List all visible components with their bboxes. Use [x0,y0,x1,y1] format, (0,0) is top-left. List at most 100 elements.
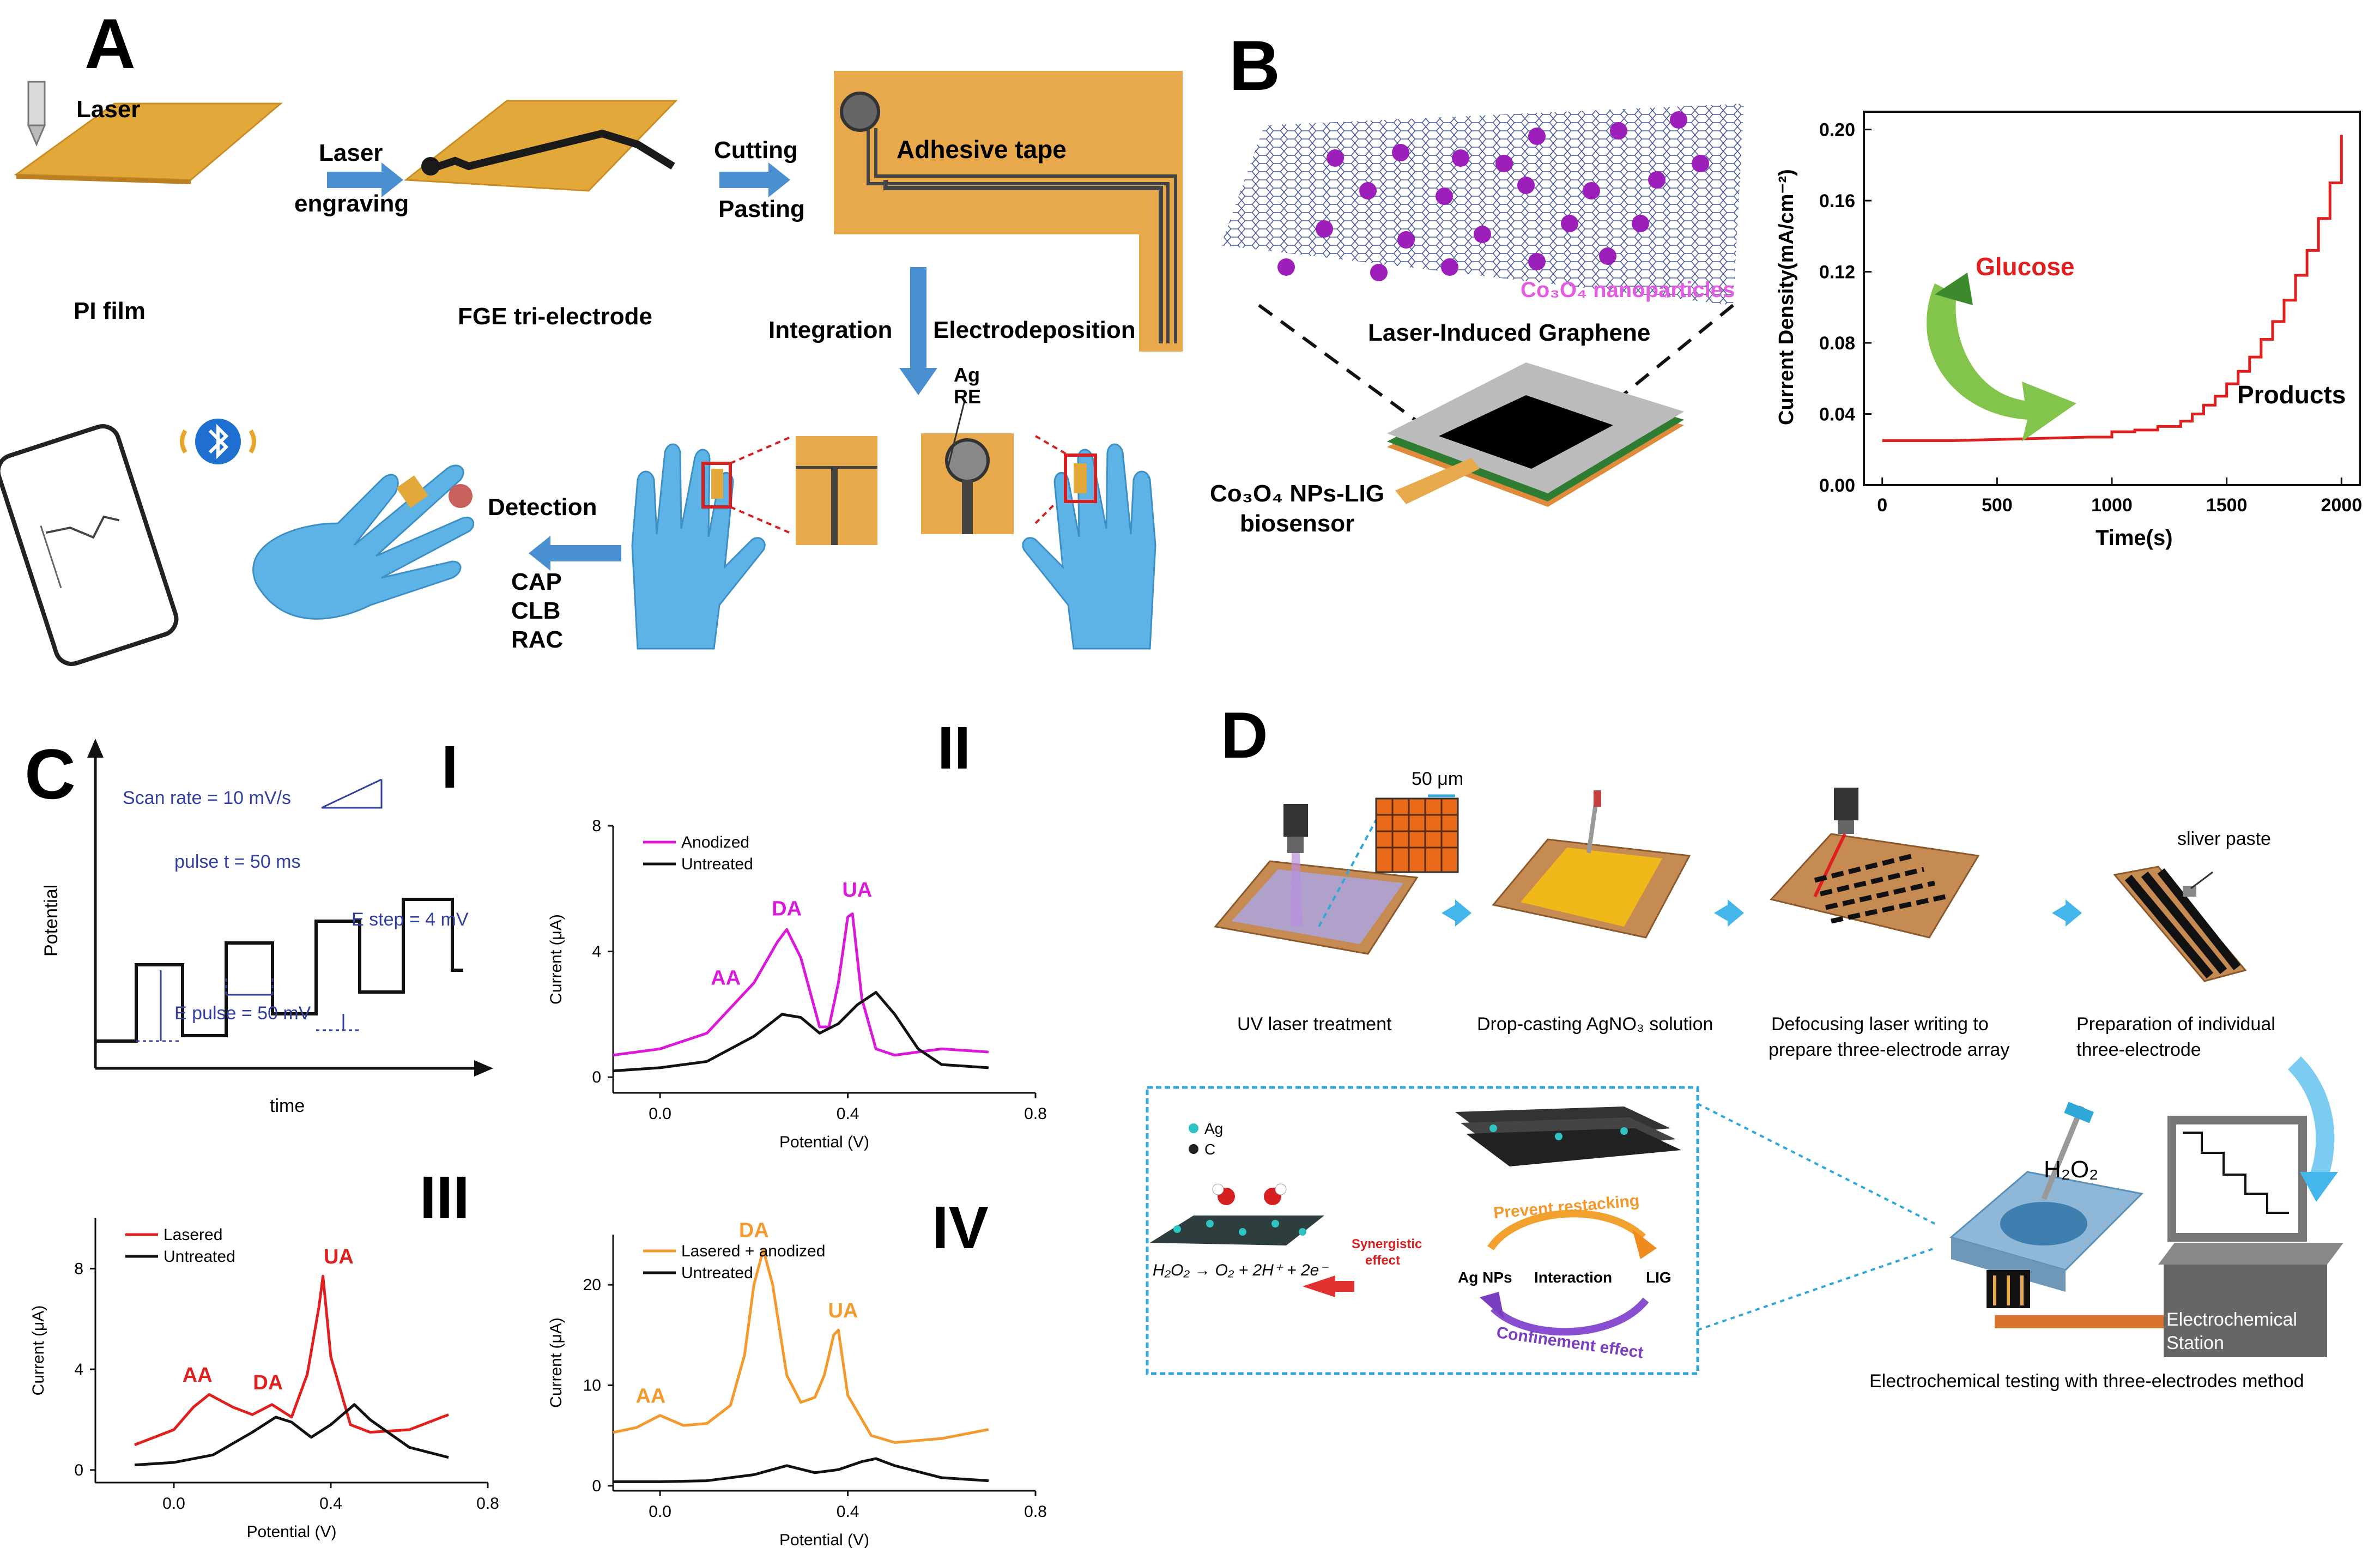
peak-label: DA [739,1219,769,1242]
step-caption-4a: Preparation of individual [2076,1014,2275,1035]
y-tick-label: 20 [583,1276,601,1294]
panel-b-letter: B [1229,26,1280,105]
analyte-clb: CLB [511,597,560,624]
x-tick-label: 0.0 [162,1495,185,1513]
peak-label: UA [324,1245,354,1268]
callout-line-1 [1697,1103,1935,1225]
y-tick-label: 0 [592,1068,601,1086]
gloved-hand-detection [252,464,475,620]
gloved-hand-left [631,443,766,650]
step-arrow-1 [1442,899,1471,927]
electrode-closeup-2 [921,400,1014,534]
chart-ylabel: Current (μA) [547,1317,565,1408]
bluetooth-icon [180,419,256,464]
electrode-closeup-1 [796,436,877,545]
peak-label: AA [711,967,741,990]
y-tick-label: 0.16 [1819,191,1855,211]
down-arrow-head [2300,1172,2338,1202]
roman-iii: III [420,1164,470,1231]
uv-laser-step [1214,794,1459,955]
x-tick-label: 1500 [2206,495,2248,516]
chart-ylabel: Current (μA) [29,1305,47,1396]
legend-label: Anodized [681,833,749,851]
lig-label: Laser-Induced Graphene [1368,319,1650,346]
step-caption-3b: prepare three-electrode array [1769,1039,2009,1060]
ag-nps-label: Ag NPs [1458,1269,1512,1286]
peak-label: UA [842,879,872,902]
x-tick-label: 1000 [2091,495,2133,516]
detection-label: Detection [488,494,597,521]
c-legend: C [1204,1141,1215,1158]
y-tick-label: 0.20 [1819,120,1855,141]
h2o2-label: H₂O₂ [2044,1156,2098,1183]
legend-label: Lasered [163,1226,222,1244]
peak-label: DA [253,1371,283,1394]
ag-label: Ag [954,364,980,386]
step-arrow-2 [1714,899,1744,927]
step-caption-4b: three-electrode [2076,1039,2201,1060]
analyte-rac: RAC [511,626,563,653]
peak-label: AA [183,1364,213,1387]
arrow-detection [529,536,621,571]
ag-lig-surface-icon [1150,1183,1324,1245]
integration-label: Integration [768,317,892,343]
series-line [613,1457,989,1483]
ag-atom-icon [1189,1123,1198,1133]
gloved-hand-right [1022,443,1156,650]
equation-label: H₂O₂ → O₂ + 2H⁺ + 2e⁻ [1153,1261,1329,1279]
curved-arrow-green [1927,283,2076,442]
x-tick-label: 0.0 [649,1105,671,1123]
y-tick-label: 8 [592,817,601,835]
adhesive-tape-label: Adhesive tape [897,135,1067,164]
laser-engraving-label-1: Laser [319,140,383,166]
confinement-arrow [1491,1297,1649,1336]
interaction-label: Interaction [1534,1269,1612,1286]
pi-film [14,102,283,184]
e-pulse-label: E pulse = 50 mV [174,1003,311,1024]
x-tick-label: 0.8 [1024,1105,1047,1123]
confinement-arrow-head [1480,1292,1504,1319]
curved-arrow-green-2 [1935,273,1973,305]
panel-d-letter: D [1221,699,1268,772]
panel-d: D 50 μm [1146,699,2343,1392]
y-tick-label: 0.04 [1819,404,1855,425]
panel-c: C Potential time Scan rate = 10 mV/s pul… [25,715,1047,1548]
fge-tri-electrode [403,100,678,192]
legend-label: Untreated [163,1248,235,1266]
down-arrow-curved [2287,1056,2335,1187]
zoom-dash-right [1585,304,1734,427]
prevent-arrow-head [1632,1229,1657,1259]
electrodeposition-label: Electrodeposition [933,317,1136,343]
y-tick-label: 0.08 [1819,333,1855,354]
synergistic-arrow [1303,1275,1354,1297]
lig-stack-icon [1455,1106,1681,1166]
legend-label: Untreated [681,855,753,873]
computer-station-icon [2158,1116,2343,1357]
laser-head-icon [27,81,46,147]
x-tick-label: 0.8 [1024,1503,1047,1521]
synergistic-label-2: effect [1365,1253,1400,1268]
callout-line-2 [1697,1247,1935,1331]
defocusing-laser-step [1770,788,1980,939]
re-label: RE [954,385,981,408]
pi-film-label: PI film [74,298,146,324]
c-atom-icon [1189,1144,1198,1154]
peak-label: AA [635,1385,665,1408]
roman-ii: II [937,715,971,782]
electrochemical-cell [1949,1102,2144,1308]
glucose-label: Glucose [1976,252,2075,281]
series-line [613,1248,989,1444]
legend-label: Untreated [681,1264,753,1282]
zoom-dash-left [1258,304,1424,427]
zoom-line-1 [730,435,794,464]
peak-label: UA [828,1299,858,1322]
panel-c-letter: C [25,734,76,814]
zoom-line-2 [730,506,794,535]
x-tick-label: 0.0 [649,1503,671,1521]
panel-b: B Co₃O₄ nanoparticles Laser-Induced Grap… [1210,26,2362,550]
y-tick-label: 0 [74,1461,83,1479]
legend-label: Lasered + anodized [681,1242,825,1260]
chart-xlabel: Time(s) [2096,526,2173,550]
